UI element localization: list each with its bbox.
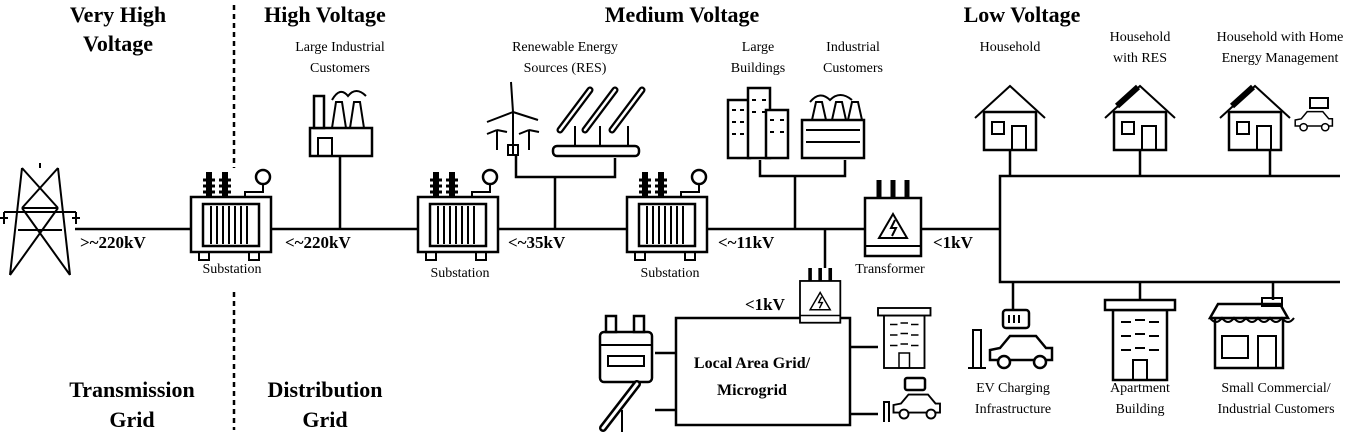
substation-3-icon xyxy=(627,170,707,260)
zone-very-high-voltage-line1: Very High xyxy=(70,2,166,27)
ev-label-2: Infrastructure xyxy=(975,402,1051,417)
transmission-tower-icon xyxy=(0,163,80,276)
microgrid-apartment-icon xyxy=(877,307,932,369)
solar-panels-icon xyxy=(551,86,646,158)
microgrid-label-2: Microgrid xyxy=(717,382,787,399)
small-commercial-icon xyxy=(1207,297,1295,370)
substation-2-icon xyxy=(418,170,498,260)
small-commercial-label-2: Industrial Customers xyxy=(1217,402,1334,417)
ev-label-1: EV Charging xyxy=(976,381,1050,396)
microgrid-solar-icon xyxy=(599,380,641,432)
low-voltage-bus xyxy=(998,174,1340,284)
apartment-label-1: Apartment xyxy=(1110,381,1170,396)
microgrid-transformer-icon xyxy=(798,266,843,325)
zone-very-high-voltage-line2: Voltage xyxy=(83,31,153,56)
household-hem-label-2: Energy Management xyxy=(1222,51,1339,66)
industrial-customers-label-2: Customers xyxy=(823,61,883,76)
household-hem-label-1: Household with Home xyxy=(1217,30,1344,45)
household-icon xyxy=(973,84,1047,152)
large-industrial-label-2: Customers xyxy=(310,61,370,76)
zone-low-voltage: Low Voltage xyxy=(964,2,1081,27)
voltage-label-1: >~220kV xyxy=(80,233,146,252)
substation-1-icon xyxy=(191,170,271,260)
transmission-grid-line1: Transmission xyxy=(69,377,195,402)
substation-2-label: Substation xyxy=(430,266,489,281)
industrial-customers-icon xyxy=(800,94,866,160)
voltage-label-5: <1kV xyxy=(933,233,974,252)
zone-high-voltage: High Voltage xyxy=(264,2,386,27)
distribution-grid-line2: Grid xyxy=(302,407,347,432)
large-buildings-label-2: Buildings xyxy=(731,61,785,76)
household-label: Household xyxy=(980,40,1041,55)
res-label-1: Renewable Energy xyxy=(512,40,618,55)
microgrid-box xyxy=(674,316,852,427)
household-res-label-2: with RES xyxy=(1113,51,1167,66)
microgrid-ev-icon xyxy=(883,376,941,422)
transmission-grid-line2: Grid xyxy=(109,407,154,432)
distribution-grid-line1: Distribution xyxy=(268,377,383,402)
household-res-label-1: Household xyxy=(1110,30,1171,45)
apartment-building-icon xyxy=(1103,298,1177,382)
battery-icon xyxy=(598,314,654,384)
large-buildings-icon xyxy=(726,86,790,160)
ev-charging-icon xyxy=(968,308,1054,370)
voltage-label-6: <1kV xyxy=(745,295,786,314)
voltage-label-4: <~11kV xyxy=(718,233,775,252)
wind-turbine-icon xyxy=(486,81,540,156)
microgrid-label-1: Local Area Grid/ xyxy=(694,355,811,372)
large-buildings-label-1: Large xyxy=(742,40,774,55)
transformer-icon xyxy=(865,180,921,256)
industrial-customers-label-1: Industrial xyxy=(826,40,880,55)
apartment-label-2: Building xyxy=(1115,402,1164,417)
voltage-label-3: <~35kV xyxy=(508,233,566,252)
transformer-label: Transformer xyxy=(855,262,925,277)
small-commercial-label-1: Small Commercial/ xyxy=(1221,381,1330,396)
zone-medium-voltage: Medium Voltage xyxy=(605,2,760,27)
factory-icon xyxy=(308,90,374,158)
large-industrial-label-1: Large Industrial xyxy=(295,40,385,55)
household-res-icon xyxy=(1103,84,1177,152)
res-label-2: Sources (RES) xyxy=(524,61,607,76)
household-hem-icon xyxy=(1218,84,1334,152)
voltage-label-2: <~220kV xyxy=(285,233,351,252)
substation-1-label: Substation xyxy=(202,262,261,277)
substation-3-label: Substation xyxy=(640,266,699,281)
